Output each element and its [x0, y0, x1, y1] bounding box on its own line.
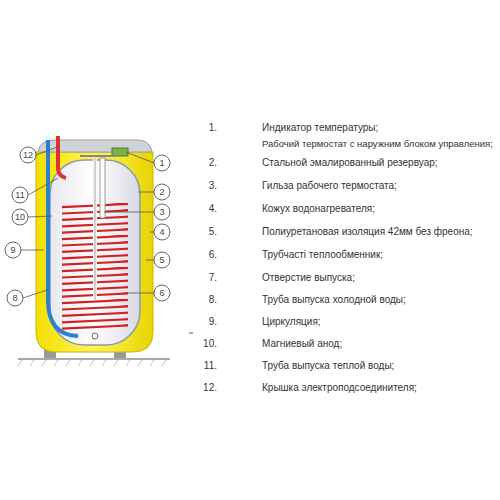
item-number: 2.	[187, 157, 217, 169]
callout-number: 6	[155, 288, 169, 298]
part-name: Крышка электроподсоединителя;	[262, 382, 417, 394]
callout-number: 8	[8, 293, 22, 303]
item-number: 7.	[187, 272, 217, 284]
callout-number: 2	[155, 187, 169, 197]
item-number: 12.	[187, 382, 217, 394]
item-number: 8.	[187, 294, 217, 306]
part-name: Трубчастi теплообменник;	[262, 249, 383, 261]
item-number: 9.	[187, 316, 217, 328]
callout-number: 3	[155, 207, 169, 217]
callout-number: 4	[155, 227, 169, 237]
part-name: Отверстие выпуска;	[262, 272, 355, 284]
callout-number: 10	[13, 212, 27, 222]
part-name: Циркуляция;	[262, 316, 321, 328]
part-name: Рабочий термостат с наружним блоком упра…	[262, 139, 493, 150]
part-name: Магниевый анод;	[262, 338, 342, 350]
item-number: 4.	[187, 203, 217, 215]
part-name: Труба выпуска холодной воды;	[262, 294, 406, 306]
item-number: 11.	[187, 360, 217, 372]
part-name: Стальной эмалированный резервуар;	[262, 157, 438, 169]
part-name: Полиуретановая изоляция 42мм без фреона;	[262, 226, 473, 238]
part-name: Гильза рабочего термостата;	[262, 180, 397, 192]
part-name: Труба выпуска теплой воды;	[262, 360, 394, 372]
callout-number: 12	[21, 150, 35, 160]
callout-number: 1	[155, 158, 169, 168]
item-number: 1.	[187, 122, 217, 134]
item-number: 6.	[187, 249, 217, 261]
item-number: 10.	[187, 338, 217, 350]
callout-number: 5	[155, 255, 169, 265]
item-number: 5.	[187, 226, 217, 238]
callout-number: 11	[13, 190, 27, 200]
part-name: Кожух водонагревателя;	[262, 203, 375, 215]
part-name: Индикатор температуры;	[262, 122, 378, 134]
callout-number: 9	[6, 245, 20, 255]
item-number: 3.	[187, 180, 217, 192]
